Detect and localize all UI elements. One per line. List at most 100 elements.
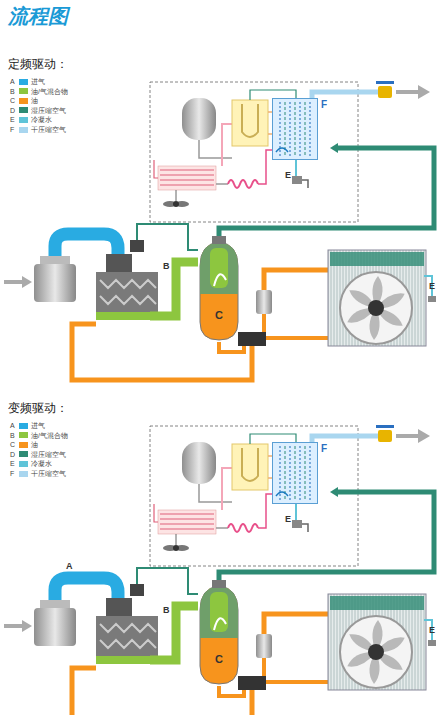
compressor-illustration — [4, 81, 436, 380]
refrigerant-line — [268, 112, 272, 134]
separator-tank-shape — [196, 580, 242, 686]
wet-air-pipe — [219, 492, 434, 580]
callout-letter: E — [285, 171, 291, 180]
compressor-illustration — [4, 425, 436, 715]
refrigerant-line — [154, 160, 158, 178]
legend-swatch — [19, 461, 28, 467]
oil-pipe — [264, 270, 328, 290]
condenser-tubes — [160, 170, 214, 185]
heat-exchanger — [273, 99, 318, 160]
callout-letter: E — [429, 282, 435, 291]
heat-exchanger — [273, 443, 318, 504]
legend-text: 干压缩空气 — [31, 470, 66, 477]
solenoid — [130, 240, 144, 252]
outlet-valve — [378, 86, 392, 98]
dry-air-pipe — [312, 92, 380, 98]
condenser-coil — [158, 166, 216, 190]
legend-letter: A — [10, 422, 15, 429]
legend-text: 油/气混合物 — [31, 432, 68, 439]
callout-letter: B — [163, 606, 170, 615]
callout-letter: B — [163, 262, 170, 271]
screw-rotor — [100, 280, 156, 304]
legend-swatch — [19, 423, 28, 429]
callout-letter: A — [66, 562, 73, 571]
exchanger-flow — [276, 492, 288, 496]
fan-blades — [345, 276, 407, 340]
outlet-arrow-head — [418, 85, 430, 99]
refrigerant-line — [258, 150, 272, 184]
u-tube — [242, 104, 258, 137]
fan-shaft — [176, 190, 177, 201]
legend-letter: E — [10, 116, 15, 123]
legend-text: 油 — [31, 97, 38, 104]
dryer-heat-exchanger: F — [272, 98, 330, 162]
separator-tank: C — [196, 236, 242, 342]
legend-letter: C — [10, 441, 15, 448]
legend-letter: E — [10, 460, 15, 467]
legend-text: 油 — [31, 441, 38, 448]
legend-swatch — [19, 432, 28, 438]
flow-arrow — [214, 274, 226, 286]
section-band: 变频驱动： C F — [0, 394, 443, 715]
thermostatic-valve — [238, 332, 266, 346]
cooler — [328, 250, 426, 346]
drain-outlet — [302, 180, 308, 188]
legend-text: 湿压缩空气 — [31, 451, 66, 458]
tank-body — [200, 242, 238, 340]
title: 流程图 — [8, 6, 68, 26]
legend-text: 油/气混合物 — [31, 88, 68, 95]
condensate-line — [295, 160, 297, 176]
tank-upper — [200, 242, 238, 294]
legend-letter: C — [10, 97, 15, 104]
callout-letter: C — [196, 654, 242, 665]
exchanger-channels — [285, 102, 305, 156]
legend-letter: B — [10, 88, 15, 95]
tank-cap — [212, 236, 226, 244]
legend-text: 干压缩空气 — [31, 126, 66, 133]
separator-element — [210, 592, 228, 632]
refrigerant-line — [216, 183, 228, 185]
section-heading: 定频驱动： — [8, 58, 68, 70]
legend-letter: F — [10, 126, 14, 133]
exchanger-flow — [276, 148, 288, 152]
control-line — [137, 224, 198, 250]
tank-cap — [212, 580, 226, 588]
legend-letter: D — [10, 107, 15, 114]
inlet-arrow — [4, 280, 24, 284]
arrow-head — [330, 487, 338, 497]
cooler-fan — [340, 272, 412, 344]
refrigerant-line — [222, 124, 232, 166]
callout-letter: F — [321, 444, 327, 454]
legend-text: 冷凝水 — [31, 116, 52, 123]
callout-letter: F — [321, 100, 327, 110]
legend-text: 冷凝水 — [31, 460, 52, 467]
legend-swatch — [19, 127, 28, 133]
oil-filter — [256, 290, 272, 314]
legend-swatch — [19, 451, 28, 457]
legend-letter: B — [10, 432, 15, 439]
condenser-fan — [163, 190, 189, 207]
wet-air-pipe — [219, 148, 434, 236]
legend-letter: F — [10, 470, 14, 477]
tank-upper — [200, 586, 238, 638]
drain-valve — [428, 296, 436, 302]
legend-swatch — [19, 98, 28, 104]
callout-letter: E — [429, 626, 435, 635]
air-cooler-section — [330, 252, 424, 266]
section-heading: 变频驱动： — [8, 402, 68, 414]
legend-swatch — [19, 79, 28, 85]
capillary-coil — [228, 180, 258, 188]
heat-exchanger-shape — [272, 442, 318, 504]
valve-handle — [376, 81, 394, 84]
tank-body — [200, 586, 238, 684]
legend-swatch — [19, 88, 28, 94]
dryer-heat-exchanger: F — [272, 442, 330, 506]
legend-text: 进气 — [31, 422, 45, 429]
arrow-head — [330, 143, 338, 153]
flow-arrow — [214, 618, 226, 630]
outlet-arrow — [396, 90, 418, 94]
fan-hub — [173, 201, 179, 207]
legend-swatch — [19, 107, 28, 113]
drain-valve — [292, 176, 302, 184]
